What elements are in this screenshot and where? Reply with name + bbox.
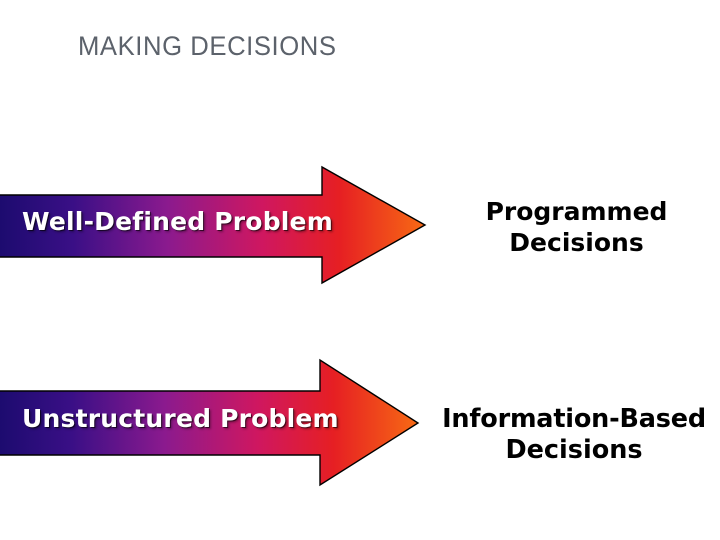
page-title: MAKING DECISIONS xyxy=(78,31,337,61)
gradient-arrow-icon xyxy=(0,358,420,487)
arrow-shape-1 xyxy=(0,160,440,290)
arrow-shape-2 xyxy=(0,355,440,490)
gradient-arrow-icon xyxy=(0,165,427,285)
outcome-information-based-decisions: Information-Based Decisions xyxy=(414,404,720,466)
outcome-line-2: Decisions xyxy=(505,435,643,466)
outcome-programmed-decisions: Programmed Decisions xyxy=(433,197,720,258)
outcome-line-1: Programmed xyxy=(485,197,668,226)
outcome-line-1: Information-Based xyxy=(442,404,706,434)
arrow-label-unstructured-problem: Unstructured Problem xyxy=(22,404,339,433)
outcome-line-2: Decisions xyxy=(509,227,644,257)
process-row-1: Well-Defined Problem Programmed Decision… xyxy=(0,160,720,290)
arrow-label-well-defined-problem: Well-Defined Problem xyxy=(22,207,333,236)
process-row-2: Unstructured Problem Information-Based D… xyxy=(0,355,720,490)
